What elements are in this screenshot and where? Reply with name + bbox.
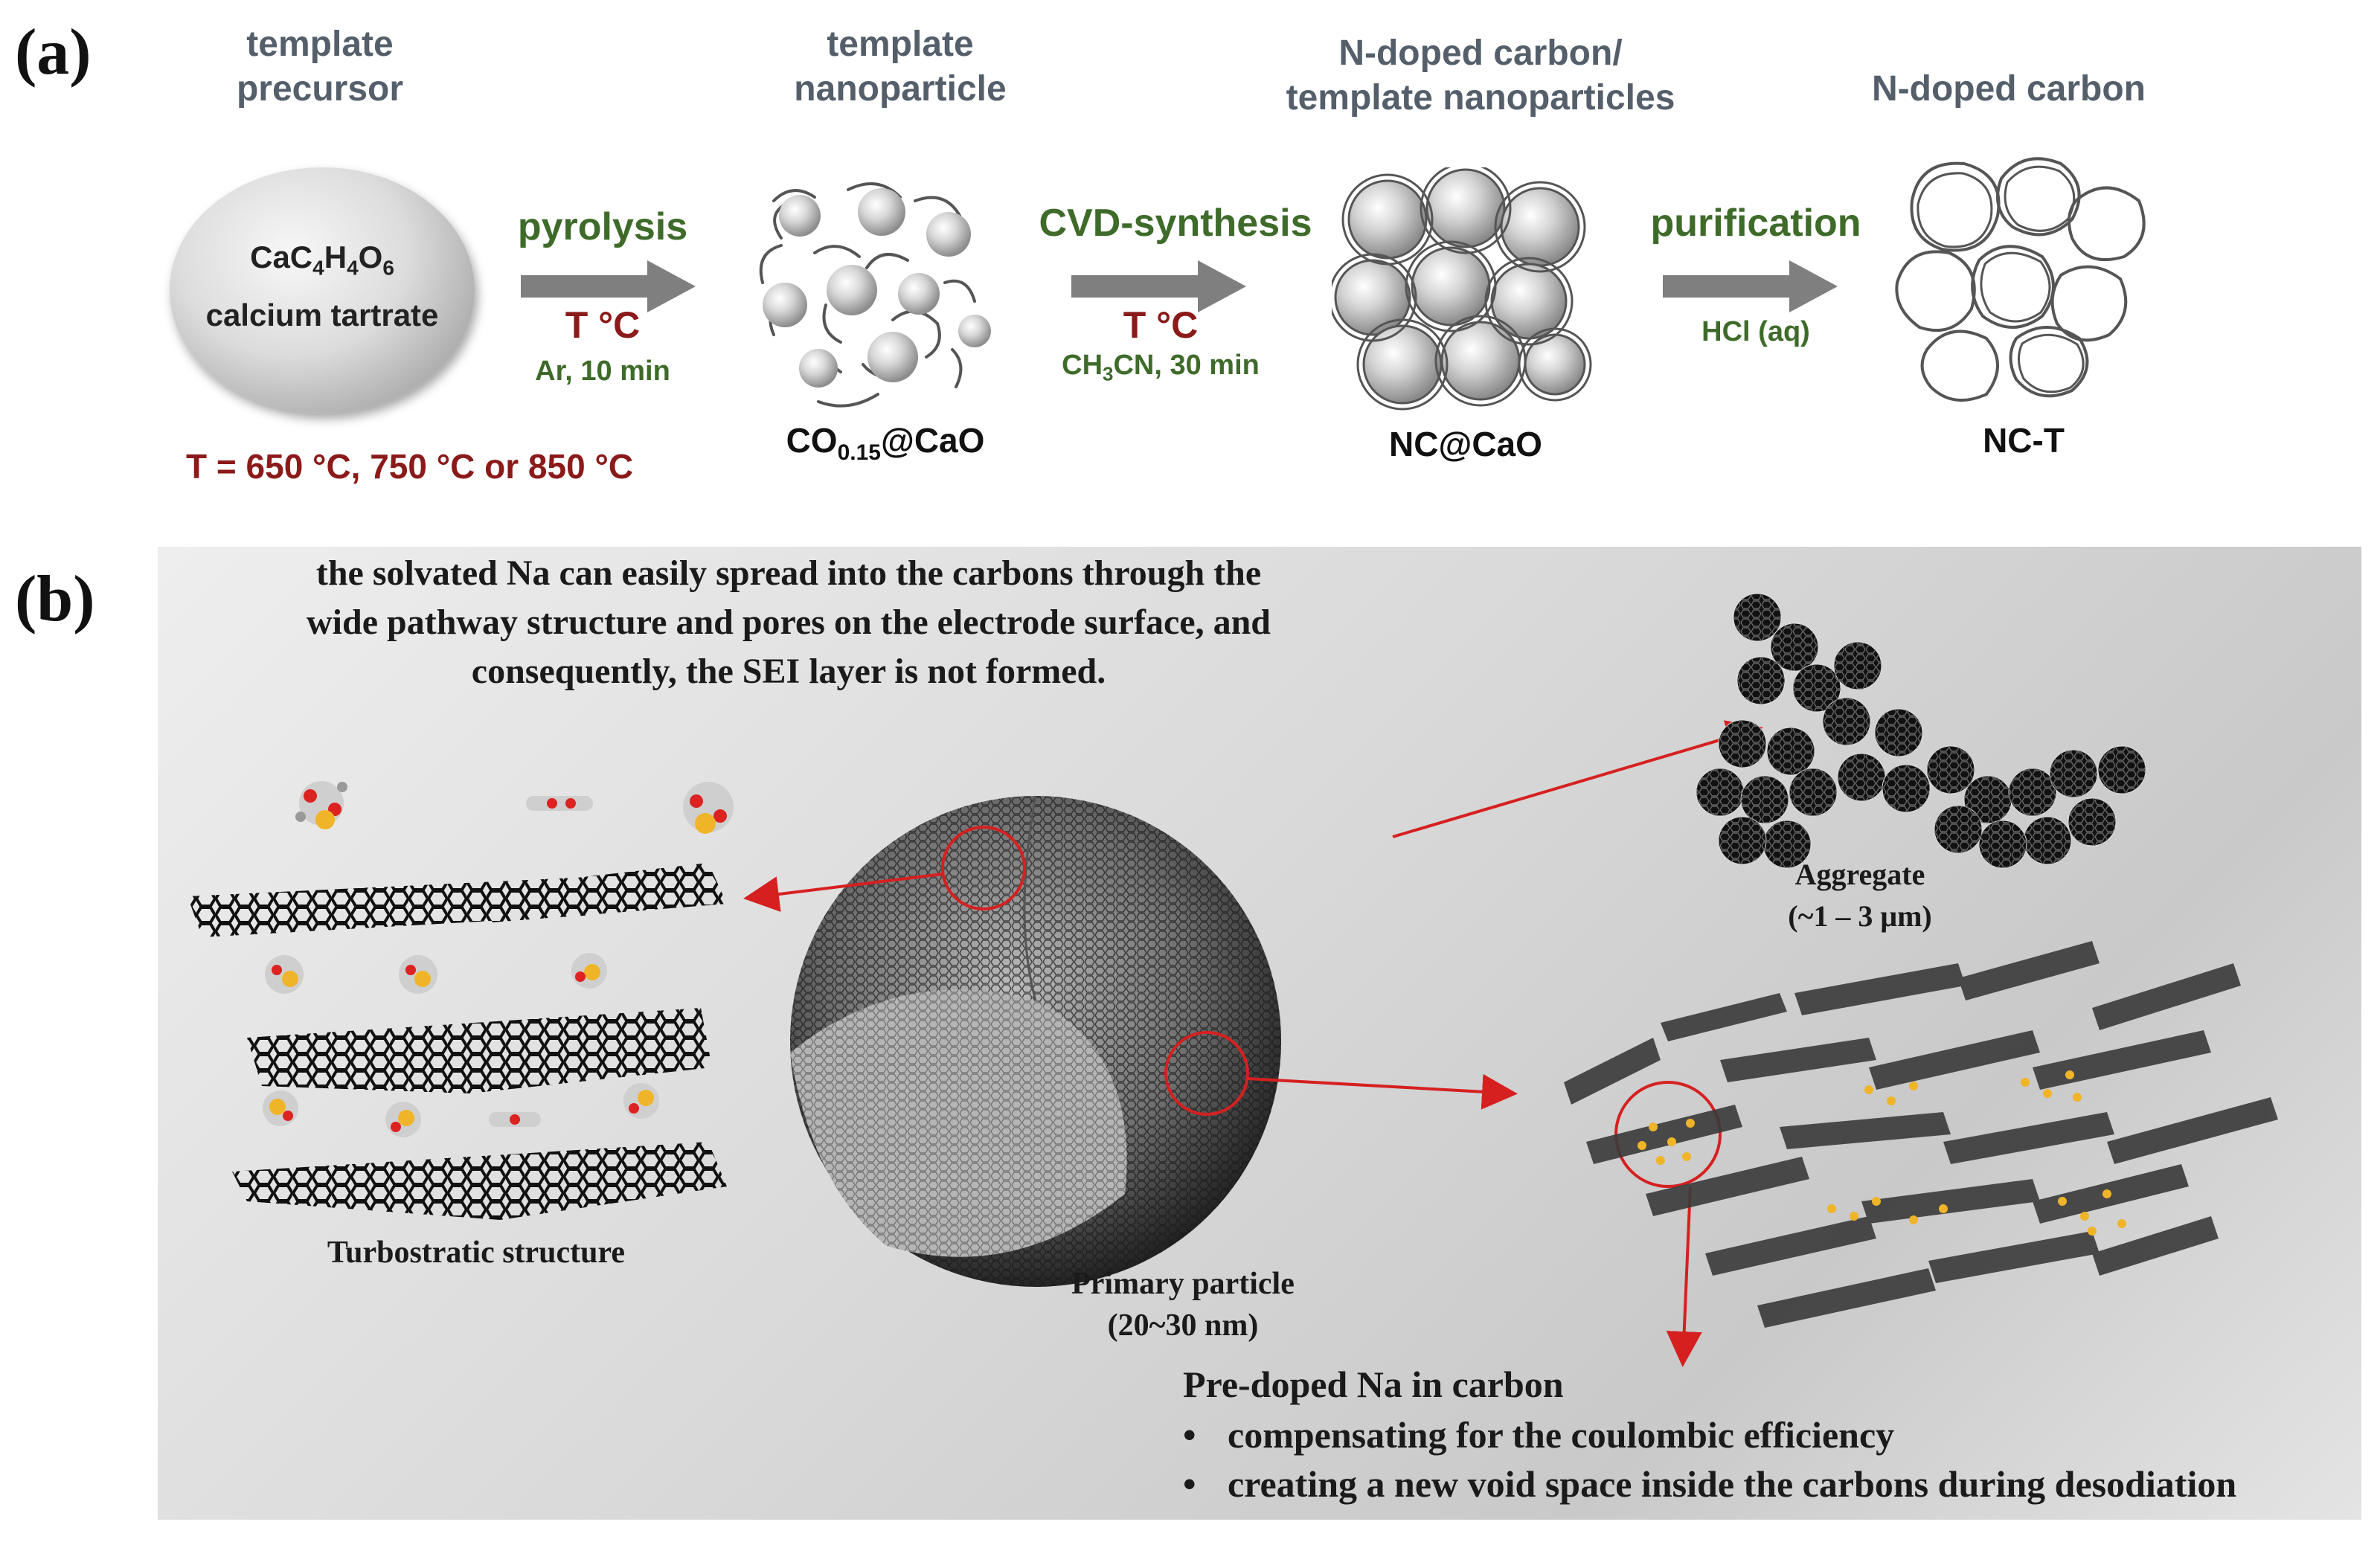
step3-label: purification (1650, 202, 1861, 245)
stage2-header-line1: template (827, 25, 974, 64)
primary-particle-label: Primary particle (20~30 nm) (1019, 1263, 1347, 1346)
turbostratic-label: Turbostratic structure (327, 1236, 626, 1270)
panel-b-illustration (187, 593, 2278, 1367)
top-text-line1: the solvated Na can easily spread into t… (315, 553, 1262, 593)
step3-arrow-icon (1663, 260, 1838, 312)
stage3-product: NC@CaO (1389, 425, 1542, 463)
panel-a-letter: (a) (15, 16, 92, 89)
stage4-product: NC-T (1983, 421, 2065, 460)
aggregate-label: Aggregate (~1 – 3 μm) (1711, 854, 2009, 937)
top-text-line2: wide pathway structure and pores on the … (307, 603, 1271, 642)
aggregate-label-line1: Aggregate (1794, 858, 1925, 891)
nc-cao-cluster-figure (1332, 167, 1592, 411)
template-nanoparticles-figure (759, 182, 991, 408)
step1-arrow-icon (521, 260, 696, 312)
predoped-bullet-2: • creating a new void space inside the ca… (1183, 1462, 2236, 1506)
bullet-2-marker: • (1183, 1463, 1196, 1505)
step1-conditions: Ar, 10 min (535, 356, 670, 387)
stage1-header: template precursor (179, 22, 461, 112)
bullet-2-text: creating a new void space inside the car… (1228, 1463, 2237, 1505)
panel-b-top-text: the solvated Na can easily spread into t… (179, 549, 1399, 696)
stage2-header-line2: nanoparticle (794, 69, 1007, 109)
nc-t-hollow-shells-figure (1895, 157, 2146, 402)
step1-temp: T °C (565, 304, 641, 346)
calcium-tartrate-sphere (170, 167, 475, 413)
predoped-title: Pre-doped Na in carbon (1183, 1363, 1564, 1405)
step1-label: pyrolysis (517, 205, 688, 248)
stage3-header: N-doped carbon/ template nanoparticles (1220, 31, 1741, 121)
stage1-header-line2: precursor (236, 69, 404, 109)
stage2-product: CO0.15@CaO (786, 421, 985, 466)
bullet-1-text: compensating for the coulombic efficienc… (1228, 1414, 1895, 1456)
stage2-header: template nanoparticle (744, 22, 1056, 112)
stage1-header-line1: template (246, 25, 394, 64)
primary-label-line1: Primary particle (1071, 1267, 1295, 1301)
turbostratic-sheets (187, 863, 727, 1220)
top-text-line3: consequently, the SEI layer is not forme… (471, 652, 1106, 691)
step2-label: CVD-synthesis (1039, 202, 1312, 245)
step2-conditions: CH3CN, 30 min (1062, 350, 1260, 385)
primary-particle-sphere (790, 795, 1281, 1287)
predoped-carbon-flakes (1564, 941, 2278, 1328)
stage3-header-line1: N-doped carbon/ (1338, 33, 1623, 73)
temperature-note: T = 650 °C, 750 °C or 850 °C (186, 447, 634, 486)
precursor-name: calcium tartrate (205, 298, 439, 333)
primary-label-line2: (20~30 nm) (1107, 1308, 1259, 1343)
stage3-header-line2: template nanoparticles (1286, 78, 1675, 118)
predoped-bullet-1: • compensating for the coulombic efficien… (1183, 1413, 1894, 1456)
precursor-formula: CaC4H4O6 (250, 240, 394, 280)
bullet-1-marker: • (1183, 1414, 1196, 1456)
panel-b-letter: (b) (15, 563, 95, 635)
solvated-na-molecules (263, 781, 734, 1137)
step2-temp: T °C (1123, 304, 1199, 346)
aggregate-label-line2: (~1 – 3 μm) (1788, 899, 1932, 933)
step3-conditions: HCl (aq) (1701, 316, 1810, 347)
step2-arrow-icon (1071, 260, 1246, 312)
stage4-header: N-doped carbon (1872, 69, 2146, 109)
